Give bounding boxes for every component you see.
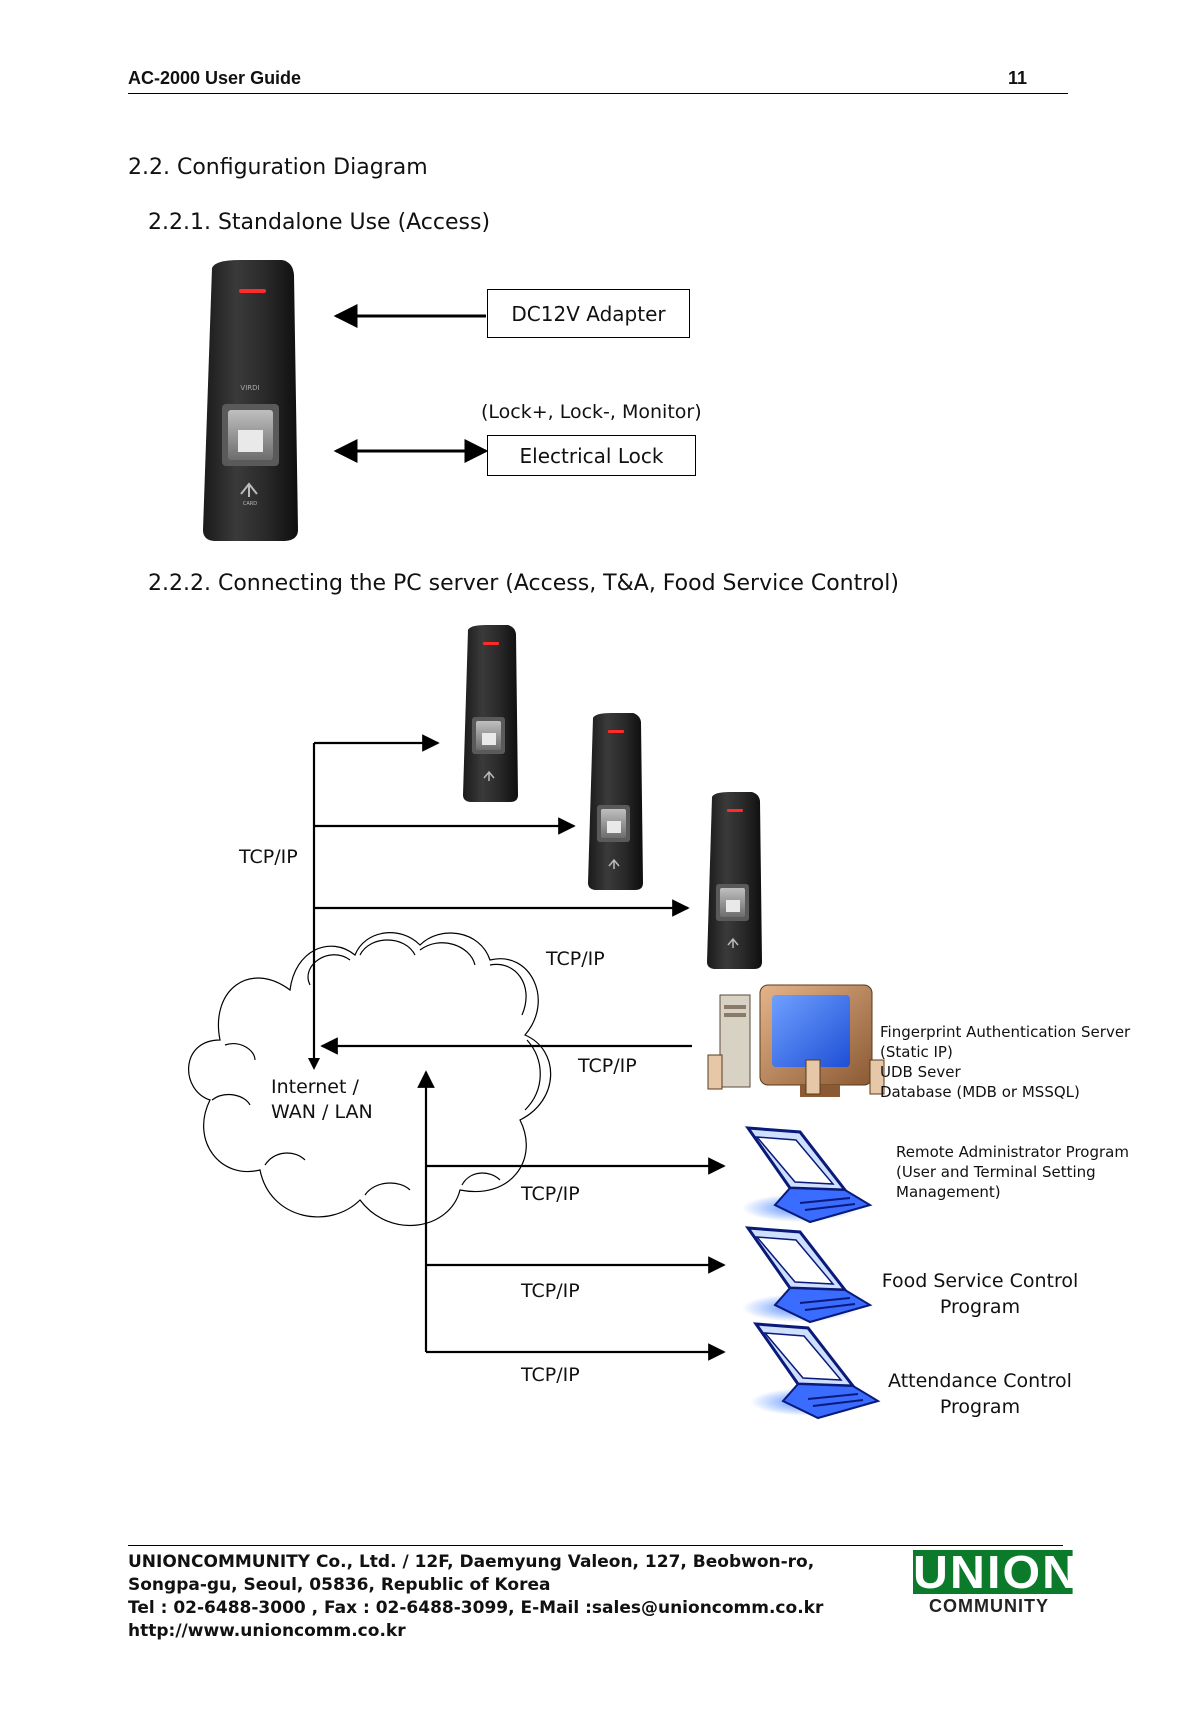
tcpip-label-server: TCP/IP <box>578 1055 637 1077</box>
electrical-lock-box: Electrical Lock <box>487 435 696 476</box>
internet-cloud <box>188 932 552 1226</box>
attendance-line2: Program <box>939 1396 1021 1418</box>
remote-admin-description: Remote Administrator Program (User and T… <box>896 1142 1129 1202</box>
subsection-title-pc-server: 2.2.2. Connecting the PC server (Access,… <box>148 571 899 596</box>
tcpip-label-attendance: TCP/IP <box>521 1364 580 1386</box>
adapter-label: DC12V Adapter <box>511 301 666 326</box>
header-rule <box>128 93 1068 94</box>
remote-admin-line1: Remote Administrator Program <box>896 1143 1129 1161</box>
server-description: Fingerprint Authentication Server (Stati… <box>880 1022 1130 1102</box>
device-brand-text: VIRDI <box>240 384 259 392</box>
footer-rule <box>128 1545 1063 1546</box>
fingerprint-device-3 <box>707 792 762 969</box>
company-info: UNIONCOMMUNITY Co., Ltd. / 12F, Daemyung… <box>128 1551 823 1643</box>
company-contact-line: Tel : 02-6488-3000 , Fax : 02-6488-3099,… <box>128 1598 824 1618</box>
server-line3: UDB Sever <box>880 1063 961 1081</box>
section-title: 2.2. Configuration Diagram <box>128 155 428 180</box>
electrical-lock-label: Electrical Lock <box>519 443 664 468</box>
attendance-description: Attendance Control Program <box>880 1368 1080 1420</box>
laptop-icon-remote-admin <box>742 1126 873 1224</box>
laptop-icon-attendance <box>750 1322 881 1420</box>
food-service-line1: Food Service Control <box>881 1270 1079 1292</box>
adapter-box: DC12V Adapter <box>487 289 690 338</box>
company-website: http://www.unioncomm.co.kr <box>128 1621 406 1641</box>
fingerprint-device-standalone: VIRDI CARD <box>203 260 298 541</box>
food-service-line2: Program <box>939 1296 1021 1318</box>
tcpip-label-devices: TCP/IP <box>239 846 298 868</box>
server-line4: Database (MDB or MSSQL) <box>880 1083 1080 1101</box>
network-label-line1: Internet / <box>271 1076 359 1098</box>
tcpip-label-remote-admin: TCP/IP <box>521 1183 580 1205</box>
subsection-title-standalone: 2.2.1. Standalone Use (Access) <box>148 210 491 235</box>
network-label-line2: WAN / LAN <box>271 1101 373 1123</box>
network-label: Internet / WAN / LAN <box>271 1075 373 1125</box>
company-address-line1: UNIONCOMMUNITY Co., Ltd. / 12F, Daemyung… <box>128 1552 815 1572</box>
server-line1: Fingerprint Authentication Server <box>880 1023 1131 1041</box>
logo-union-text: UNION <box>913 1546 1080 1598</box>
fingerprint-device-2 <box>588 713 643 890</box>
food-service-description: Food Service Control Program <box>880 1268 1080 1320</box>
page-number: 11 <box>1008 68 1028 88</box>
tcpip-label-cloud: TCP/IP <box>546 948 605 970</box>
laptop-icon-food-service <box>742 1226 873 1324</box>
trunk-arrow-down <box>308 1058 320 1070</box>
server-computer-icon <box>707 984 885 1097</box>
union-community-logo: UNION COMMUNITY <box>913 1549 1077 1618</box>
device-card-text: CARD <box>243 501 257 507</box>
attendance-line1: Attendance Control <box>888 1370 1072 1392</box>
logo-community-text: COMMUNITY <box>929 1596 1049 1616</box>
server-line2: (Static IP) <box>880 1043 953 1061</box>
company-address-line2: Songpa-gu, Seoul, 05836, Republic of Kor… <box>128 1575 551 1595</box>
remote-admin-line3: Management) <box>896 1183 1001 1201</box>
tcpip-label-food-service: TCP/IP <box>521 1280 580 1302</box>
lock-signals-label: (Lock+, Lock-, Monitor) <box>481 401 702 423</box>
document-title: AC-2000 User Guide <box>128 68 302 88</box>
fingerprint-device-1 <box>463 625 518 802</box>
remote-admin-line2: (User and Terminal Setting <box>896 1163 1096 1181</box>
